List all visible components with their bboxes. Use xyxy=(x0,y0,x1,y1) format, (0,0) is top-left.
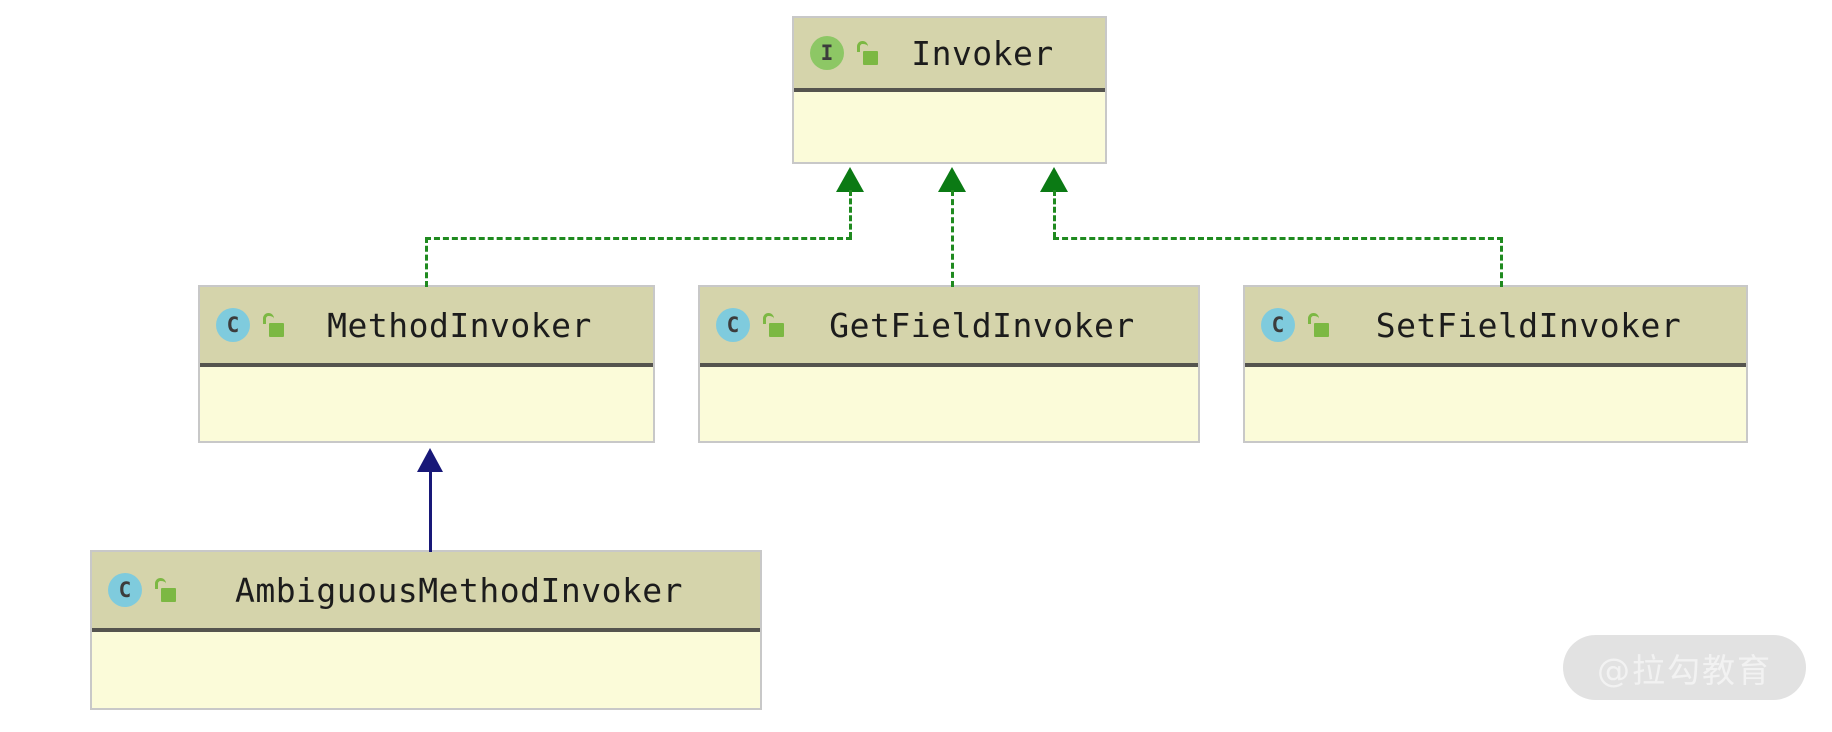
generalization-arrowhead-ambiguousmethodinvoker xyxy=(417,448,443,472)
uml-node-methodinvoker-header: C MethodInvoker xyxy=(200,287,653,367)
unlock-icon xyxy=(854,40,878,66)
class-badge-icon: C xyxy=(108,573,142,607)
realization-arrowhead-setfieldinvoker xyxy=(1040,167,1068,192)
realization-segment-methodinvoker-vertical-bottom xyxy=(425,237,428,287)
uml-node-invoker[interactable]: I Invoker xyxy=(792,16,1107,164)
uml-node-methodinvoker[interactable]: C MethodInvoker xyxy=(198,285,655,443)
realization-segment-setfieldinvoker-horizontal xyxy=(1053,237,1503,240)
watermark: @拉勾教育 xyxy=(1563,635,1806,700)
uml-node-setfieldinvoker-header: C SetFieldInvoker xyxy=(1245,287,1746,367)
generalization-segment-vertical xyxy=(429,470,432,552)
realization-segment-methodinvoker-vertical-top xyxy=(849,190,852,238)
uml-node-methodinvoker-name: MethodInvoker xyxy=(327,305,592,345)
uml-node-ambiguousmethodinvoker-header: C AmbiguousMethodInvoker xyxy=(92,552,760,632)
uml-node-ambiguousmethodinvoker-members xyxy=(92,632,760,708)
class-badge-icon: C xyxy=(1261,308,1295,342)
uml-node-ambiguousmethodinvoker[interactable]: C AmbiguousMethodInvoker xyxy=(90,550,762,710)
interface-badge-icon: I xyxy=(810,36,844,70)
uml-node-methodinvoker-members xyxy=(200,367,653,441)
realization-segment-setfieldinvoker-vertical-top xyxy=(1053,190,1056,238)
unlock-icon xyxy=(260,312,284,338)
uml-node-setfieldinvoker[interactable]: C SetFieldInvoker xyxy=(1243,285,1748,443)
uml-node-invoker-name: Invoker xyxy=(911,33,1054,73)
uml-node-setfieldinvoker-name: SetFieldInvoker xyxy=(1375,305,1682,345)
realization-segment-setfieldinvoker-vertical-bottom xyxy=(1500,237,1503,287)
unlock-icon xyxy=(760,312,784,338)
uml-node-getfieldinvoker-members xyxy=(700,367,1198,441)
uml-node-getfieldinvoker-name: GetFieldInvoker xyxy=(829,305,1135,345)
class-badge-icon: C xyxy=(716,308,750,342)
unlock-icon xyxy=(152,577,176,603)
realization-segment-methodinvoker-horizontal xyxy=(425,237,852,240)
uml-node-getfieldinvoker[interactable]: C GetFieldInvoker xyxy=(698,285,1200,443)
watermark-text: @拉勾教育 xyxy=(1597,650,1772,690)
uml-node-invoker-members xyxy=(794,92,1105,160)
realization-segment-getfieldinvoker-vertical xyxy=(951,190,954,287)
realization-arrowhead-methodinvoker xyxy=(836,167,864,192)
class-badge-icon: C xyxy=(216,308,250,342)
uml-node-ambiguousmethodinvoker-name: AmbiguousMethodInvoker xyxy=(234,570,684,610)
realization-arrowhead-getfieldinvoker xyxy=(938,167,966,192)
uml-node-invoker-header: I Invoker xyxy=(794,18,1105,92)
uml-node-getfieldinvoker-header: C GetFieldInvoker xyxy=(700,287,1198,367)
unlock-icon xyxy=(1305,312,1329,338)
uml-node-setfieldinvoker-members xyxy=(1245,367,1746,441)
